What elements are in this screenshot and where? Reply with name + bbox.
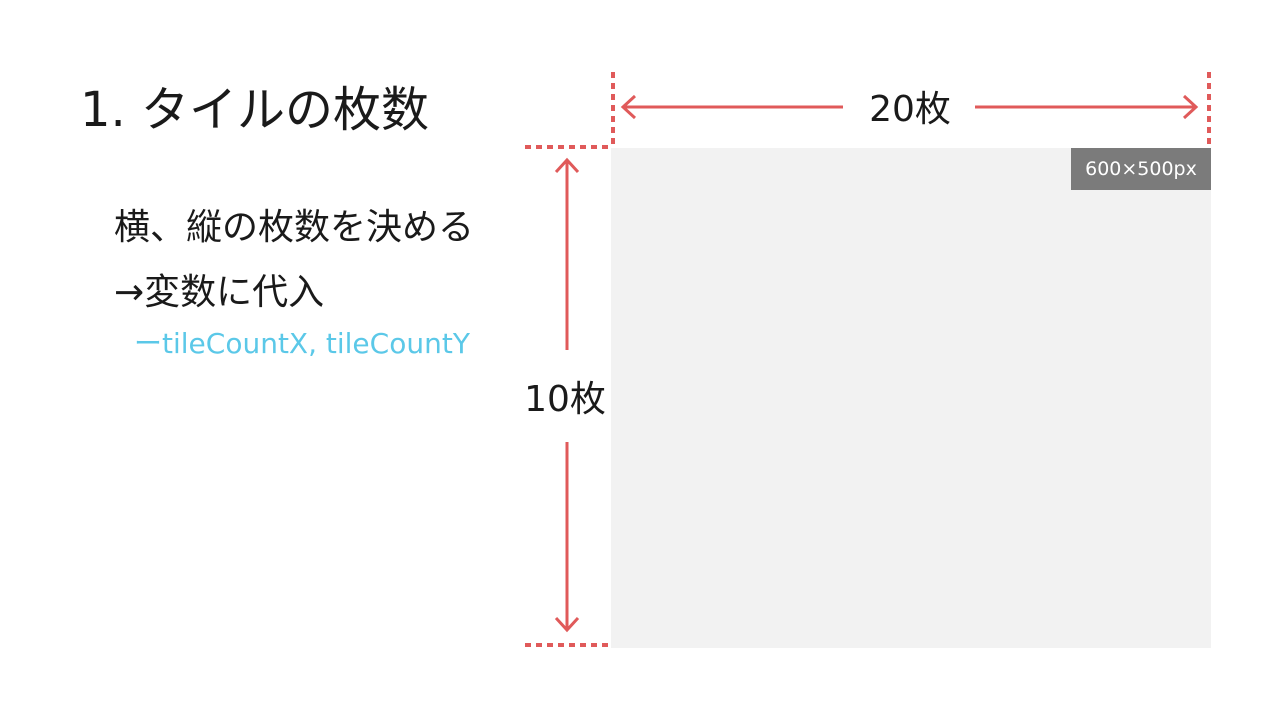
instruction-text: 横、縦の枚数を決める <box>114 207 475 248</box>
width-arrow-left-head <box>620 94 637 120</box>
height-arrow-top-head <box>554 157 580 174</box>
slide-title: 1. タイルの枚数 <box>80 82 430 138</box>
height-arrow-bottom-head <box>554 616 580 633</box>
canvas-size-badge: 600×500px <box>1071 148 1211 190</box>
horizontal-count-label: 20枚 <box>869 89 951 130</box>
assign-variable-text: →変数に代入 <box>114 272 325 313</box>
width-arrow-right-head <box>1182 94 1199 120</box>
variable-names: ーtileCountX, tileCountY <box>134 327 470 360</box>
tile-canvas: 600×500px <box>611 148 1211 648</box>
vertical-count-label: 10枚 <box>524 379 606 420</box>
